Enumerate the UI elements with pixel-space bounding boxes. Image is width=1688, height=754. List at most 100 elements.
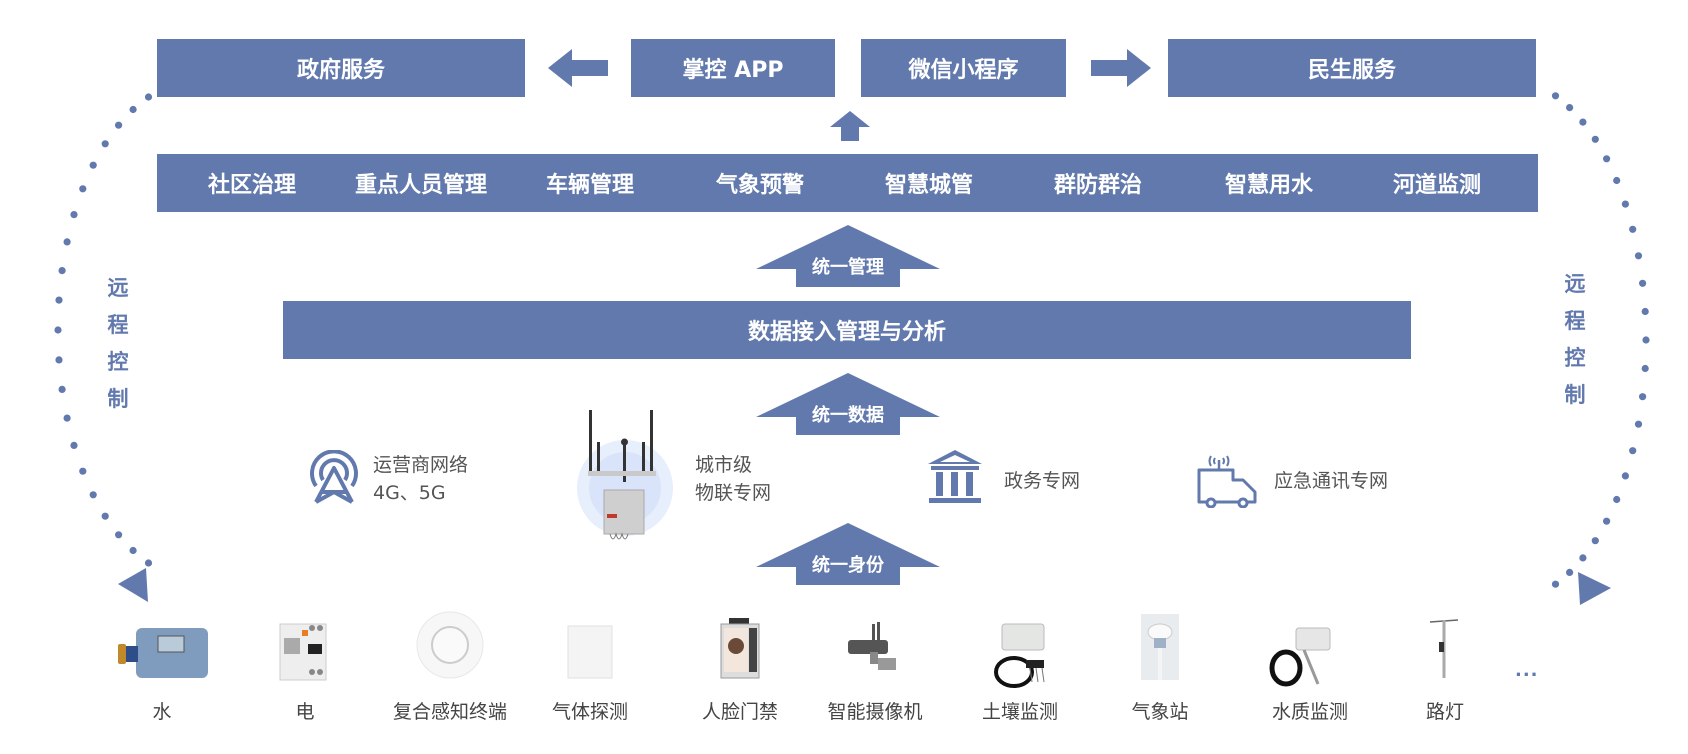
app-box: 掌控 APP [631, 39, 835, 97]
app-item: 重点人员管理 [354, 173, 488, 198]
device-smoke-sensor [415, 610, 485, 684]
arc-dot [1629, 447, 1637, 455]
arc-dot [70, 211, 78, 219]
arc-dot [63, 238, 71, 246]
arc-dot [1579, 554, 1587, 562]
arc-dot [1579, 118, 1587, 126]
unified-identity-label: 统一身份 [812, 555, 884, 576]
arc-dot [54, 326, 62, 334]
iot-network-text: 城市级 物联专网 [695, 451, 771, 507]
arc-dot [89, 161, 97, 169]
gov-service-box: 政府服务 [157, 39, 525, 97]
arc-dot [70, 441, 78, 449]
carrier-network-text: 运营商网络 4G、5G [373, 451, 468, 507]
arc-dot [89, 491, 97, 499]
device-water-quality-sensor [1268, 626, 1336, 692]
arc-dot [58, 267, 66, 275]
mini-program-box: 微信小程序 [861, 39, 1066, 97]
device-label: 电 [295, 701, 315, 723]
arc-dot [58, 385, 66, 393]
device-soil-sensor [990, 622, 1054, 694]
unified-management-arrow: 统一管理 [756, 225, 940, 287]
device-label: 水 [152, 701, 172, 723]
device-label: 人脸门禁 [701, 701, 778, 723]
arc-dot [115, 531, 123, 539]
arc-dot [1566, 568, 1574, 577]
carrier-network-line1: 运营商网络 [373, 454, 469, 476]
device-street-light [1428, 618, 1462, 684]
app-item: 气象预警 [715, 173, 805, 198]
remote-control-left-label: 远程控制 [107, 276, 129, 411]
device-label: 土壤监测 [981, 701, 1058, 723]
remote-control-right-label: 远程控制 [1564, 272, 1586, 407]
unified-management-label: 统一管理 [812, 257, 884, 278]
emergency-network-line1: 应急通讯专网 [1274, 470, 1389, 492]
arrow-up-small-icon [830, 111, 870, 145]
arc-dot [1642, 336, 1650, 344]
app-item: 智慧城管 [884, 173, 974, 198]
iot-network-line1: 城市级 [695, 454, 753, 476]
arc-dot [1551, 580, 1560, 588]
arc-dot [55, 296, 63, 304]
arc-dot [1591, 135, 1599, 143]
arc-dot [1634, 252, 1643, 260]
iot-gateway-image [570, 410, 680, 549]
arc-dot [63, 414, 71, 422]
iot-network-line2: 物联专网 [695, 482, 772, 504]
government-building-icon [928, 450, 982, 508]
arc-left-arrowhead [118, 568, 148, 602]
platform-bar: 数据接入管理与分析 [283, 301, 1411, 359]
arc-dot [101, 140, 109, 148]
unified-data-label: 统一数据 [812, 405, 884, 426]
arc-right-arrowhead [1578, 572, 1611, 605]
arc-dot [1551, 92, 1560, 100]
device-label: 气体探测 [551, 701, 628, 723]
public-service-box: 民生服务 [1168, 39, 1536, 97]
arc-dot [79, 185, 87, 193]
device-circuit-breaker [278, 620, 328, 688]
unified-data-arrow: 统一数据 [756, 373, 940, 435]
emergency-vehicle-icon [1197, 448, 1257, 512]
arrow-right-icon [1091, 49, 1151, 91]
gov-network-text: 政务专网 [1004, 467, 1080, 495]
arc-dot [1641, 364, 1649, 373]
arc-dot [144, 93, 153, 101]
arc-dot [1629, 225, 1637, 233]
arc-dot [129, 105, 137, 114]
device-face-access [719, 618, 761, 684]
device-label: 智能摄像机 [827, 701, 923, 723]
arc-dot [1639, 393, 1647, 401]
cell-tower-icon [308, 449, 360, 508]
arc-dot [1613, 176, 1621, 185]
arc-dot [1603, 155, 1611, 163]
arc-dot [115, 121, 123, 129]
arc-dot [1591, 537, 1599, 545]
arc-dot [1613, 495, 1621, 504]
arc-dot [144, 559, 153, 567]
carrier-network-line2: 4G、5G [373, 482, 446, 504]
gov-network-line1: 政务专网 [1004, 470, 1081, 492]
arc-dot [55, 356, 63, 364]
device-label: 气象站 [1131, 701, 1189, 723]
arc-dot [129, 546, 137, 555]
arrow-left-icon [548, 49, 608, 91]
arc-dot [1639, 279, 1647, 287]
app-item: 群防群治 [1053, 173, 1143, 198]
device-label: 路灯 [1425, 701, 1464, 723]
app-item: 河道监测 [1392, 173, 1482, 198]
arc-dot [79, 467, 87, 475]
app-item: 车辆管理 [545, 173, 635, 198]
device-gas-detector [566, 624, 614, 684]
emergency-network-text: 应急通讯专网 [1274, 467, 1388, 495]
arc-dot [1634, 420, 1643, 428]
device-camera [846, 622, 900, 678]
applications-bar: 社区治理 重点人员管理 车辆管理 气象预警 智慧城管 群防群治 智慧用水 河道监… [157, 154, 1538, 212]
more-devices-ellipsis: ... [1515, 660, 1539, 681]
arc-dot [1621, 472, 1629, 480]
device-label: 复合感知终端 [392, 701, 507, 723]
arc-dot [1603, 517, 1611, 525]
arc-dot [1641, 307, 1649, 316]
device-water-meter [118, 624, 210, 686]
device-label: 水质监测 [1271, 701, 1348, 723]
